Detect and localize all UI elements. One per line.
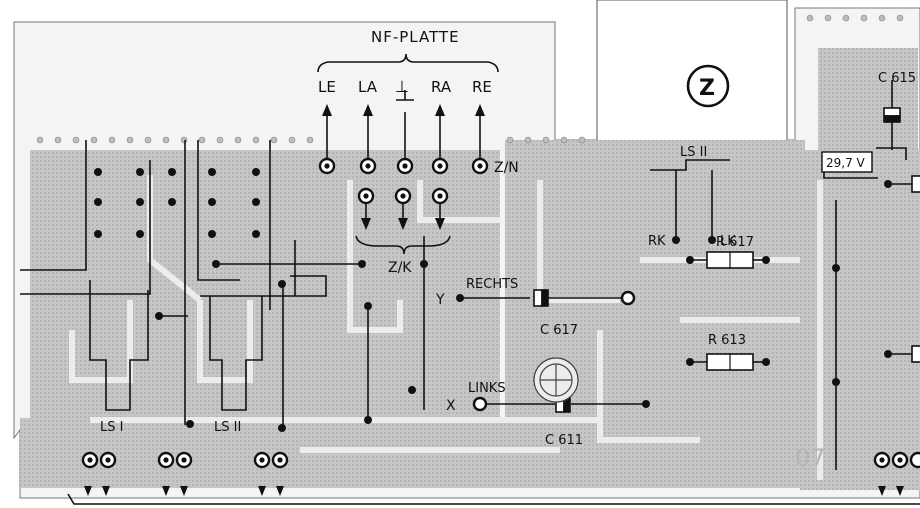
x-label: X [446, 398, 456, 414]
resistor-r613 [706, 353, 754, 371]
wiring [20, 80, 920, 505]
r613-label: R 613 [708, 333, 746, 348]
connector-re-label: RE [472, 78, 492, 96]
resistor-r617 [706, 251, 754, 269]
module-z-symbol: Z [699, 76, 715, 101]
resistor-right [911, 175, 920, 363]
connector-le-label: LE [318, 78, 336, 96]
rechts-label: RECHTS [466, 277, 518, 292]
perforation-row [36, 14, 904, 144]
links-label: LINKS [468, 381, 506, 396]
voltage-box [821, 151, 873, 173]
c611-label: C 611 [545, 433, 583, 448]
ls1-label: LS I [100, 420, 123, 435]
module-z-circle [686, 64, 730, 108]
connector-zn-label: Z/N [494, 160, 519, 176]
connector-ground-label: ⊥ [395, 77, 409, 96]
connector-ra-label: RA [431, 78, 452, 96]
arrowheads [84, 104, 904, 496]
ring-centers [87, 163, 903, 463]
nf-plate-title: NF-PLATTE [371, 28, 460, 46]
nf-plate-bracket [317, 53, 499, 73]
ls2-header-label: LS II [680, 145, 707, 160]
y-label: Y [435, 292, 445, 308]
c617-label: C 617 [540, 323, 578, 338]
capacitor-c615 [883, 107, 901, 123]
lk-label: LK [720, 234, 736, 249]
page-mark: 07 [795, 444, 826, 472]
ground-symbol [396, 90, 414, 101]
rk-label: RK [648, 234, 666, 249]
capacitor-c617 [533, 289, 549, 307]
voltage-label: 29,7 V [826, 156, 866, 170]
connector-zk-label: Z/K [388, 260, 412, 276]
ls2-label: LS II [214, 420, 241, 435]
r617-label: R 617 [716, 235, 754, 250]
connector-la-label: LA [358, 78, 378, 96]
electrolytic-outline [533, 357, 579, 403]
pads [94, 168, 892, 432]
c615-label: C 615 [878, 71, 916, 86]
